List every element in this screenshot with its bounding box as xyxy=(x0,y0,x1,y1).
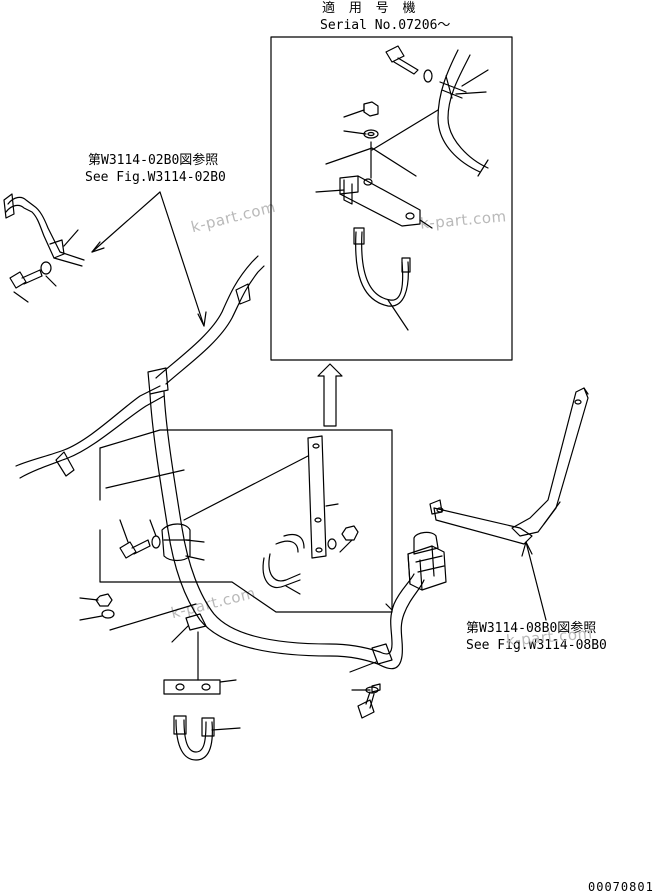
detail-washer-2-icon xyxy=(328,539,336,549)
inset-washer-icon xyxy=(424,70,432,82)
inset-clamp-bracket xyxy=(326,148,420,226)
detail-nut-icon xyxy=(342,526,358,540)
lower-plate xyxy=(164,680,220,694)
inset-applicable-label: 適 用 号 機 xyxy=(322,1,419,16)
detail-frame xyxy=(100,430,392,612)
lower-leaders xyxy=(80,598,376,730)
drawing-number: 00070801 xyxy=(588,880,654,894)
ref-lower-arrow xyxy=(522,542,546,620)
detail-u-bolt xyxy=(263,535,304,588)
detail-washer-icon xyxy=(152,536,160,548)
lower-u-bolt xyxy=(174,716,214,760)
inset-frame xyxy=(271,37,512,360)
inset-u-bolt xyxy=(354,228,410,306)
detail-leaders xyxy=(106,456,392,610)
inset-bolt-icon xyxy=(386,46,418,74)
inset-leaders xyxy=(316,70,488,330)
inset-serial-label: Serial No.07206～ xyxy=(320,18,451,33)
inset-nut-icon xyxy=(364,102,378,116)
ref-upper-jp: 第W3114-02B0図参照 xyxy=(88,153,219,168)
upper-left-washer-icon xyxy=(41,262,51,274)
ref-lower-en: See Fig.W3114-08B0 xyxy=(466,638,607,653)
hose-fitting xyxy=(408,532,446,590)
inset-upper-hose xyxy=(438,50,488,176)
right-bracket xyxy=(430,388,588,544)
upper-left-leaders xyxy=(14,230,78,302)
lower-bolt-icon xyxy=(358,684,380,718)
up-arrow-icon xyxy=(318,364,342,426)
upper-left-bolt-icon xyxy=(10,270,42,288)
ref-lower-jp: 第W3114-08B0図参照 xyxy=(466,621,597,636)
ref-upper-arrows xyxy=(92,192,206,326)
upper-left-hose-fitting xyxy=(4,194,84,266)
detail-bolt-icon xyxy=(120,540,150,558)
main-hose xyxy=(16,256,424,669)
lower-clamp-plate xyxy=(186,614,206,630)
detail-bracket xyxy=(308,436,326,558)
lower-washer-icon xyxy=(102,610,114,618)
ref-upper-en: See Fig.W3114-02B0 xyxy=(85,170,226,185)
